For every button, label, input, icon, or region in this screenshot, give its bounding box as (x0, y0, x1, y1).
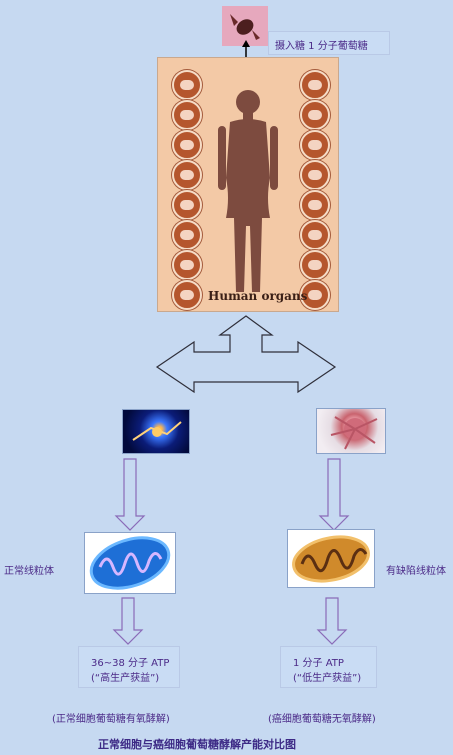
branch-arrow (155, 315, 337, 394)
defective-yield-line2: (“低生产获益”) (293, 673, 362, 684)
human-silhouette-icon (218, 90, 278, 292)
organ-icon (172, 130, 202, 160)
diagram-title: 正常细胞与癌细胞葡萄糖酵解产能对比图 (98, 738, 296, 751)
organ-icon (300, 70, 330, 100)
organ-icon (172, 160, 202, 190)
defective-mitochondrion-image (287, 529, 375, 588)
intake-label-box: 摄入糖 1 分子葡萄糖 (268, 31, 390, 55)
defective-yield-box: 1 分子 ATP (“低生产获益”) (280, 646, 377, 688)
organ-icon (300, 220, 330, 250)
normal-process-caption: (正常细胞葡萄糖有氧酵解) (52, 714, 170, 725)
defective-yield-line1: 1 分子 ATP (293, 658, 344, 669)
cancer-process-caption: (癌细胞葡萄糖无氧酵解) (268, 714, 376, 725)
human-organs-poster: Human organs (157, 57, 339, 312)
organ-icon (300, 190, 330, 220)
poster-caption: Human organs (208, 289, 308, 303)
normal-mitochondrion-label: 正常线粒体 (4, 566, 54, 577)
organ-icon (300, 100, 330, 130)
organ-icon (300, 160, 330, 190)
normal-cell-image (122, 409, 190, 454)
defective-mitochondrion-label: 有缺陷线粒体 (386, 566, 446, 577)
organ-icon (300, 250, 330, 280)
organ-icon (300, 130, 330, 160)
organ-icon (172, 190, 202, 220)
mitochondrion-icon (89, 536, 171, 590)
down-arrow-left-1 (114, 458, 146, 531)
organ-icon (172, 70, 202, 100)
intake-label: 摄入糖 1 分子葡萄糖 (275, 41, 368, 52)
normal-yield-line2: (“高生产获益”) (91, 673, 160, 684)
organ-icon (172, 100, 202, 130)
organ-icon (172, 280, 202, 310)
normal-yield-box: 36~38 分子 ATP (“高生产获益”) (78, 646, 180, 688)
normal-cell-icon (132, 421, 182, 441)
candy-icon (230, 14, 260, 40)
cancer-cell-image (316, 408, 386, 454)
organ-icon (172, 220, 202, 250)
down-arrow-right-1 (318, 458, 350, 531)
cancer-cell-icon (330, 416, 378, 450)
normal-yield-line1: 36~38 分子 ATP (91, 658, 170, 669)
down-arrow-right-2 (316, 597, 348, 645)
normal-mitochondrion-image (84, 532, 176, 594)
down-arrow-left-2 (112, 597, 144, 645)
mitochondrion-icon (292, 535, 370, 583)
candy-picture (222, 6, 268, 46)
organ-icon (172, 250, 202, 280)
organ-icon (300, 280, 330, 310)
